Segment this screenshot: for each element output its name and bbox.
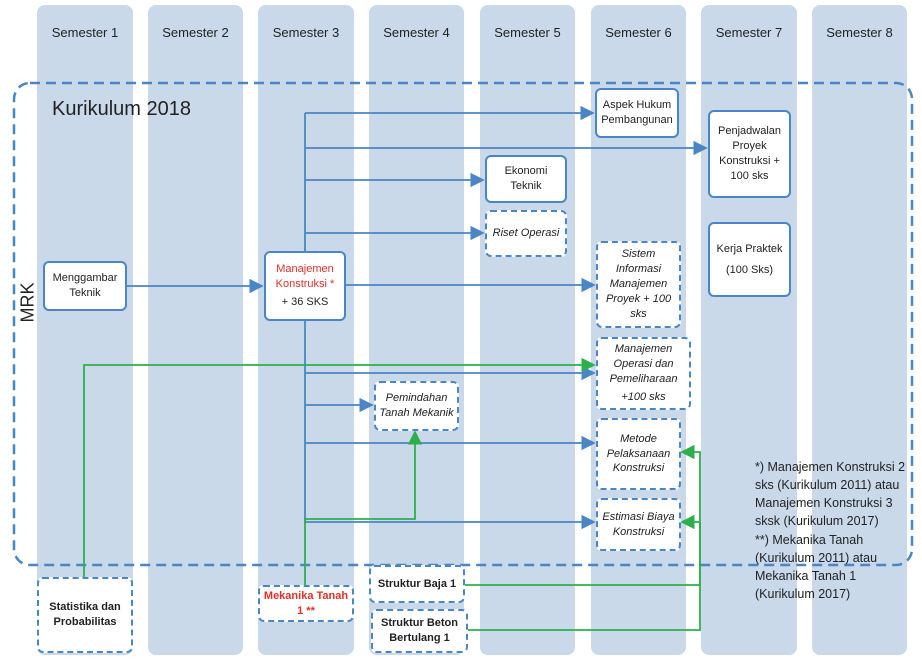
semester-header: Semester 3 <box>272 25 340 40</box>
course-label: Mekanika Tanah 1 ** <box>263 589 349 617</box>
course-pemindahan-tanah[interactable]: Pemindahan Tanah Mekanik <box>374 381 459 431</box>
course-label: Metode Pelaksanaan Konstruksi <box>606 432 671 475</box>
course-struktur-baja[interactable]: Struktur Baja 1 <box>369 565 465 603</box>
course-statistika[interactable]: Statistika dan Probabilitas <box>37 577 133 653</box>
course-label: Sistem Informasi Manajemen Proyek + 100 … <box>605 248 672 320</box>
course-label: Estimasi Biaya Konstruksi <box>602 510 675 538</box>
semester-column-1: Semester 1 <box>37 5 133 655</box>
course-label: Statistika dan Probabilitas <box>49 601 121 628</box>
course-label: Ekonomi Teknik <box>504 165 548 192</box>
course-penjadwalan[interactable]: Penjadwalan Proyek Konstruksi + 100 sks <box>708 110 791 198</box>
semester-header: Semester 8 <box>826 25 893 40</box>
course-label: Penjadwalan Proyek Konstruksi + 100 sks <box>718 125 781 182</box>
course-menggambar-teknik[interactable]: Menggambar Teknik <box>43 261 127 311</box>
semester-header: Semester 4 <box>383 25 450 40</box>
footnotes: *) Manajemen Konstruksi 2 sks (Kurikulum… <box>755 458 915 603</box>
course-sks: +100 sks <box>621 391 666 404</box>
course-label: Manajemen Operasi dan Pemeliharaan <box>609 342 678 385</box>
semester-header: Semester 6 <box>605 25 672 40</box>
course-metode-pelaksanaan[interactable]: Metode Pelaksanaan Konstruksi <box>596 418 681 490</box>
course-sistem-informasi[interactable]: Sistem Informasi Manajemen Proyek + 100 … <box>596 241 681 328</box>
course-riset-operasi[interactable]: Riset Operasi <box>485 210 567 257</box>
course-label: Kerja Praktek <box>716 242 783 255</box>
mrk-label: MRK <box>17 282 38 323</box>
semester-column-8: Semester 8 <box>812 5 907 655</box>
course-estimasi-biaya[interactable]: Estimasi Biaya Konstruksi <box>596 498 681 551</box>
course-sks: + 36 SKS <box>281 296 329 309</box>
course-aspek-hukum[interactable]: Aspek Hukum Pembangunan <box>595 88 679 138</box>
footnote-1: *) Manajemen Konstruksi 2 sks (Kurikulum… <box>755 460 906 529</box>
course-sks: (100 Sks) <box>725 263 774 276</box>
course-label: Manajemen Konstruksi * <box>275 262 335 290</box>
course-label: Riset Operasi <box>492 227 560 240</box>
semester-header: Semester 7 <box>715 25 783 40</box>
mrk-boundary <box>12 81 914 567</box>
footnote-2: **) Mekanika Tanah (Kurikulum 2011) atau… <box>755 532 878 601</box>
course-label: Menggambar Teknik <box>52 272 118 299</box>
course-manajemen-operasi[interactable]: Manajemen Operasi dan Pemeliharaan +100 s… <box>596 337 691 410</box>
course-label: Pemindahan Tanah Mekanik <box>379 392 454 419</box>
semester-header: Semester 5 <box>494 25 561 40</box>
course-struktur-beton[interactable]: Struktur Beton Bertulang 1 <box>371 609 468 653</box>
curriculum-title: Kurikulum 2018 <box>52 98 191 120</box>
semester-header: Semester 2 <box>162 25 229 40</box>
course-label: Struktur Beton Bertulang 1 <box>381 617 458 644</box>
course-label: Aspek Hukum Pembangunan <box>601 99 673 126</box>
course-manajemen-konstruksi[interactable]: Manajemen Konstruksi * + 36 SKS <box>264 251 346 321</box>
course-kerja-praktek[interactable]: Kerja Praktek (100 Sks) <box>708 222 791 297</box>
course-mekanika-tanah[interactable]: Mekanika Tanah 1 ** <box>258 585 354 622</box>
semester-header: Semester 1 <box>51 25 119 40</box>
semester-column-2: Semester 2 <box>148 5 243 655</box>
course-label: Struktur Baja 1 <box>377 577 457 590</box>
course-ekonomi-teknik[interactable]: Ekonomi Teknik <box>485 155 567 203</box>
